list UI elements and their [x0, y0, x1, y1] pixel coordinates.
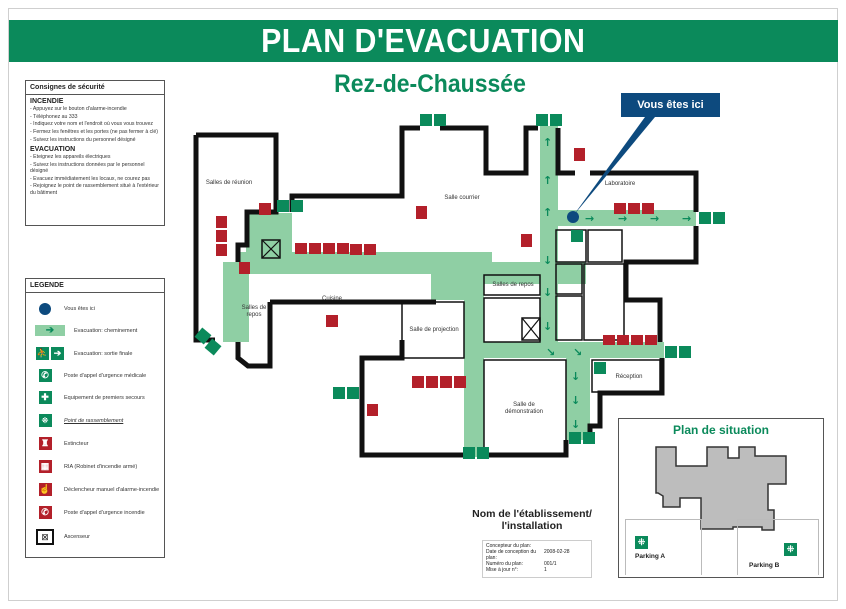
legend-panel: LEGENDE Vous êtes ici ➔ Evacuation: chem…	[25, 278, 165, 558]
svg-text:→: →	[585, 212, 594, 225]
room-repos-center: Salles de repos	[492, 282, 534, 288]
room-reunion: Salles de réunion	[205, 180, 253, 186]
svg-text:↑: ↑	[543, 206, 552, 219]
assembly-point-icon: ⁜	[38, 414, 52, 427]
room-laboratoire: Laboratoire	[604, 181, 636, 187]
room-demonstration: Salle de démonstration	[504, 402, 544, 415]
situation-title: Plan de situation	[672, 423, 769, 437]
svg-text:↓: ↓	[543, 286, 552, 299]
evacuation-arrows: ↑ ↑ ↑ ↓ ↓ ↓ → → → → ↘ ↘ ↓ ↓ ↓	[543, 136, 691, 431]
legend-item: ⁜ Point de rassemblement	[26, 414, 164, 427]
room-cuisine: Cuisine	[321, 296, 342, 302]
arrow-right-icon: ➔	[51, 347, 64, 360]
room-courrier: Salle courrier	[444, 195, 480, 201]
legend-item: ▦ RIA (Robinet d'incendie armé)	[26, 460, 164, 473]
you-are-here-dot-icon	[567, 211, 579, 223]
page-title: PLAN D'EVACUATION	[261, 22, 586, 59]
building-outline	[655, 446, 787, 531]
elevator-icon	[261, 239, 541, 341]
evacuation-list: - Eteignez les appareils électriques - S…	[30, 154, 160, 196]
svg-text:↓: ↓	[543, 320, 552, 333]
legend-item: ⊠ Ascenseur	[26, 529, 164, 545]
fire-hose-icon: ▦	[38, 460, 52, 473]
incendie-item: - Indiquez votre nom et l'endroit où vou…	[30, 121, 153, 128]
manual-alarm-icon: ☝	[38, 483, 52, 496]
fire-phone-icon: ✆	[38, 506, 52, 519]
legend-item: ☝ Déclencheur manuel d'alarme-incendie	[38, 483, 160, 496]
legend-item: ✆ Poste d'appel d'urgence incendie	[26, 506, 164, 519]
incendie-heading: INCENDIE	[30, 98, 64, 105]
situation-plan-panel: Plan de situation ⁜ ⁜ Parking A Parking …	[618, 418, 824, 578]
safety-instructions-panel: Consignes de sécurité INCENDIE - Appuyez…	[25, 80, 165, 226]
parking-b-area	[737, 519, 819, 575]
legend-item: Vous êtes ici	[26, 303, 164, 315]
you-are-here-dot-icon	[39, 303, 51, 315]
incendie-item: - Téléphonez au 333	[30, 113, 78, 120]
first-aid-icon: ✚	[38, 391, 52, 404]
sign-frame	[8, 8, 838, 601]
elevator-icon: ⊠	[36, 529, 54, 545]
evacuation-heading: EVACUATION	[30, 146, 76, 154]
room-projection: Salle de projection	[409, 327, 459, 333]
parking-a-area	[625, 519, 702, 575]
room-repos-left: Salles de repos	[241, 305, 267, 318]
svg-text:↓: ↓	[571, 370, 580, 383]
incendie-item: - Appuyez sur le bouton d'alarme-incendi…	[30, 106, 127, 112]
evacuation-item: - Evacuez immédiatement les locaux, ne c…	[30, 175, 150, 182]
svg-text:→: →	[682, 212, 691, 225]
evacuation-path-arrow-icon: ➔	[35, 325, 65, 336]
incendie-item: - Fermez les fenêtres et les portes (ne …	[30, 129, 159, 136]
room-reception: Réception	[615, 374, 643, 380]
legend-item: ✚ Equipement de premiers secours	[26, 391, 164, 404]
establishment-name: Nom de l'établissement/ l'installation	[472, 508, 592, 532]
assembly-point-icon: ⁜	[784, 543, 797, 556]
evacuation-item: - Suivez les instructions données par le…	[30, 161, 145, 174]
safety-instructions-title: Consignes de sécurité	[26, 81, 164, 95]
svg-text:→: →	[618, 212, 627, 225]
legend-title: LEGENDE	[26, 279, 164, 293]
parking-a-label: Parking A	[635, 553, 666, 560]
incendie-list: - Appuyez sur le bouton d'alarme-incendi…	[30, 106, 160, 143]
svg-text:↑: ↑	[543, 136, 552, 149]
you-are-here-callout: Vous êtes ici	[621, 93, 720, 117]
svg-text:↘: ↘	[573, 346, 582, 359]
evacuation-paths	[223, 126, 696, 457]
evacuation-item: - Eteignez les appareils électriques	[30, 154, 111, 161]
running-man-icon: ⛹	[36, 347, 49, 360]
medical-phone-icon: ✆	[38, 369, 52, 382]
you-are-here-pointer	[573, 117, 655, 216]
svg-text:↓: ↓	[543, 254, 552, 267]
assembly-point-icon: ⁜	[635, 536, 648, 549]
floor-title: Rez-de-Chaussée	[334, 70, 526, 98]
svg-text:→: →	[650, 212, 659, 225]
exit-signs	[194, 114, 725, 459]
incendie-item: - Suivez les instructions du personnel d…	[30, 136, 136, 143]
legend-item: ⛹➔ Evacuation: sortie finale	[36, 347, 133, 360]
fire-equipment	[216, 148, 657, 416]
evacuation-item: - Rejoignez le point de rassemblement si…	[30, 183, 160, 196]
title-banner: PLAN D'EVACUATION	[9, 20, 838, 62]
legend-item: ✆ Poste d'appel d'urgence médicale	[26, 369, 164, 382]
svg-text:↓: ↓	[571, 394, 580, 407]
parking-b-label: Parking B	[749, 562, 780, 569]
legend-item: ♜ Extincteur	[26, 437, 164, 450]
legend-item: ➔ Evacuation: cheminement	[26, 325, 164, 336]
svg-text:↓: ↓	[571, 418, 580, 431]
svg-text:↑: ↑	[543, 174, 552, 187]
fire-extinguisher-icon: ♜	[38, 437, 52, 450]
plan-metadata: Concepteur du plan: Date de conception d…	[482, 540, 592, 578]
svg-text:↘: ↘	[546, 346, 555, 359]
